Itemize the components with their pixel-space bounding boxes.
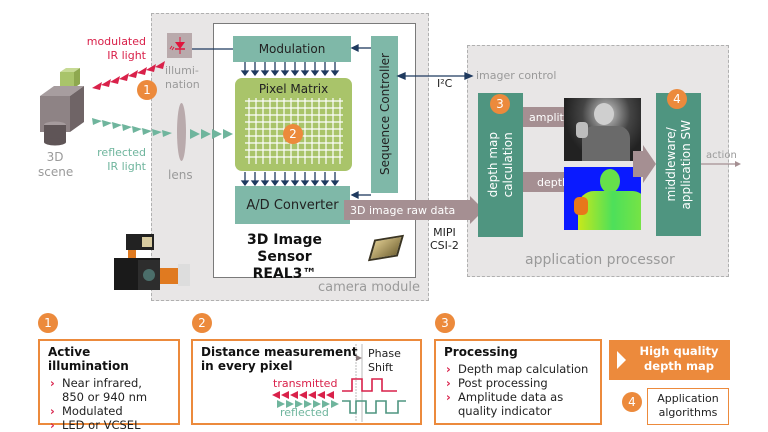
info-box-distance: Distance measurement in every pixel [191, 339, 422, 425]
application-processor-label: application processor [525, 252, 675, 268]
amplitude-person [594, 103, 614, 125]
raw-data-arrow: 3D image raw data [344, 200, 470, 220]
action-arrow [701, 161, 741, 167]
info-box-3-item: Depth map calculation [444, 362, 592, 376]
info-badge-3: 3 [435, 313, 455, 333]
lens-label: lens [168, 168, 193, 182]
3d-scene-icon [40, 68, 84, 146]
info-box-1-title: Active illumination [48, 345, 129, 373]
info-box-3-title: Processing [444, 345, 518, 359]
i2c-label: I²C [437, 77, 453, 90]
depth-label: depth [537, 175, 570, 189]
reflected-light-arrows [92, 118, 172, 137]
depth-map-calculation-block: depth map calculation [478, 93, 523, 237]
modulation-block: Modulation [233, 36, 351, 62]
amplitude-hand [576, 122, 588, 138]
sensor-title-line2: REAL3™ [252, 266, 317, 282]
info-box-1-list: Near infrared, 850 or 940 nm Modulated L… [48, 376, 170, 432]
action-label: action [706, 150, 737, 161]
info-box-3-item: Post processing [444, 376, 592, 390]
badge-3: 3 [490, 94, 510, 114]
camera-module-label: camera module [318, 280, 420, 295]
raw-data-label: 3D image raw data [350, 203, 456, 217]
info-badge-1: 1 [38, 313, 58, 333]
pixel-matrix-label: Pixel Matrix [258, 82, 329, 96]
pixel-to-adc-arrows [240, 172, 340, 186]
application-algorithms-box: Application algorithms [647, 388, 729, 425]
info-box-illumination: Active illumination Near infrared, 850 o… [38, 339, 180, 432]
ad-converter-block: A/D Converter [235, 186, 350, 224]
to-middleware-arrow [633, 151, 643, 177]
transmitted-label: transmitted [273, 377, 338, 390]
camera-module-photo [114, 234, 190, 290]
lens-icon [177, 103, 186, 161]
amplitude-body [582, 126, 630, 161]
to-middleware-arrowhead [643, 145, 656, 183]
info-badge-2: 2 [192, 313, 212, 333]
mipi-label: MIPI CSI-2 [430, 226, 459, 252]
info-box-3-item: Amplitude data as quality indicator [444, 390, 592, 418]
info-box-2-title: Distance measurement in every pixel [201, 345, 358, 373]
middleware-label: middleware/ application SW [663, 119, 693, 210]
control-arrows [178, 43, 474, 200]
info-box-1-item: Modulated [48, 404, 170, 418]
reflected-wave [342, 400, 406, 414]
depth-image [564, 167, 641, 230]
middleware-block: middleware/ application SW [656, 93, 701, 236]
modulated-light-arrows [92, 61, 165, 90]
3d-scene-label: 3D scene [38, 150, 74, 179]
depth-map-calculation-label: depth map calculation [485, 132, 515, 198]
depth-body [578, 191, 641, 230]
depth-arrow: depth [523, 172, 573, 192]
sequence-controller-block: Sequence Controller [371, 36, 398, 193]
modulation-arrows [240, 62, 340, 76]
modulated-ir-label: modulated IR light [86, 35, 146, 62]
info-box-1-item: LED or VCSEL [48, 418, 170, 432]
high-quality-depth-map-label: High quality depth map [639, 344, 719, 373]
illumination-icon [167, 33, 192, 58]
reflected-arrows-small [277, 400, 339, 408]
transmitted-arrows [272, 391, 334, 399]
badge-1: 1 [137, 80, 157, 100]
info-box-3-list: Depth map calculation Post processing Am… [444, 362, 592, 418]
application-algorithms-label: Application algorithms [657, 392, 719, 419]
reflected-label-small: reflected [280, 406, 329, 419]
imager-control-label: imager control [476, 69, 557, 82]
badge-4: 4 [667, 89, 687, 109]
depth-head [600, 169, 620, 193]
sensor-title-line1: 3D Image Sensor [247, 232, 322, 265]
transmitted-wave [342, 378, 397, 392]
phase-shift-label: Phase Shift [368, 347, 401, 374]
amplitude-image [564, 98, 641, 161]
info-box-processing: Processing Depth map calculation Post pr… [434, 339, 602, 425]
ir-led-icon [169, 37, 185, 54]
high-quality-depth-map-box: High quality depth map [609, 340, 730, 380]
info-box-1-item: Near infrared, 850 or 940 nm [48, 376, 170, 404]
badge-2: 2 [283, 124, 303, 144]
lens-to-pixel-arrows [190, 129, 233, 139]
reflected-ir-label: reflected IR light [97, 146, 146, 173]
info-badge-4: 4 [622, 392, 642, 412]
illumination-label: illumi- nation [165, 64, 200, 91]
depth-hand [574, 197, 588, 215]
sensor-title: 3D Image Sensor REAL3™ [222, 232, 347, 283]
play-triangle-icon [617, 351, 626, 369]
